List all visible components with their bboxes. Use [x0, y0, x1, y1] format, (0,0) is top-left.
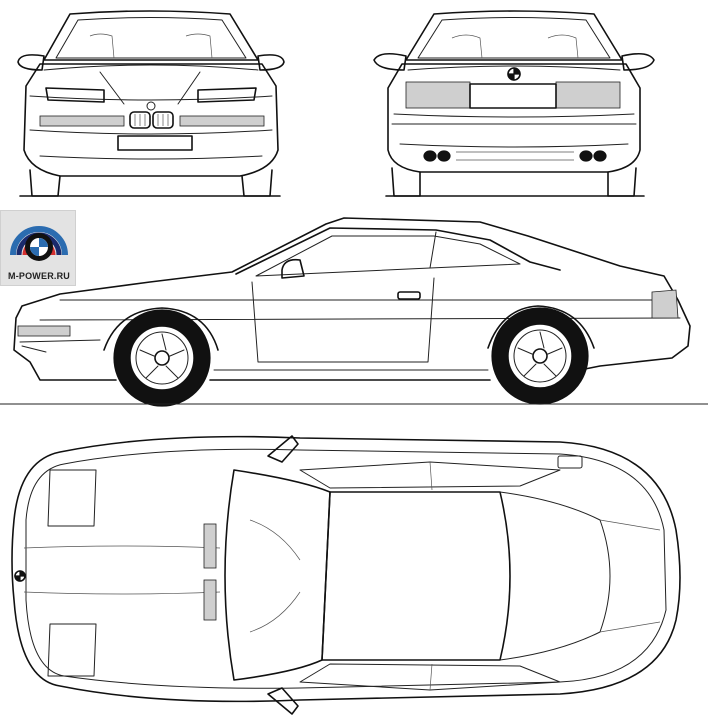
top-view [11, 435, 681, 715]
logo-caption: M-POWER.RU [8, 271, 70, 281]
front-view [17, 10, 285, 197]
bmw-m-roundel-icon [10, 226, 68, 261]
m-power-logo-badge: M-POWER.RU [0, 210, 76, 286]
side-view [0, 217, 708, 407]
rear-view [373, 10, 655, 197]
